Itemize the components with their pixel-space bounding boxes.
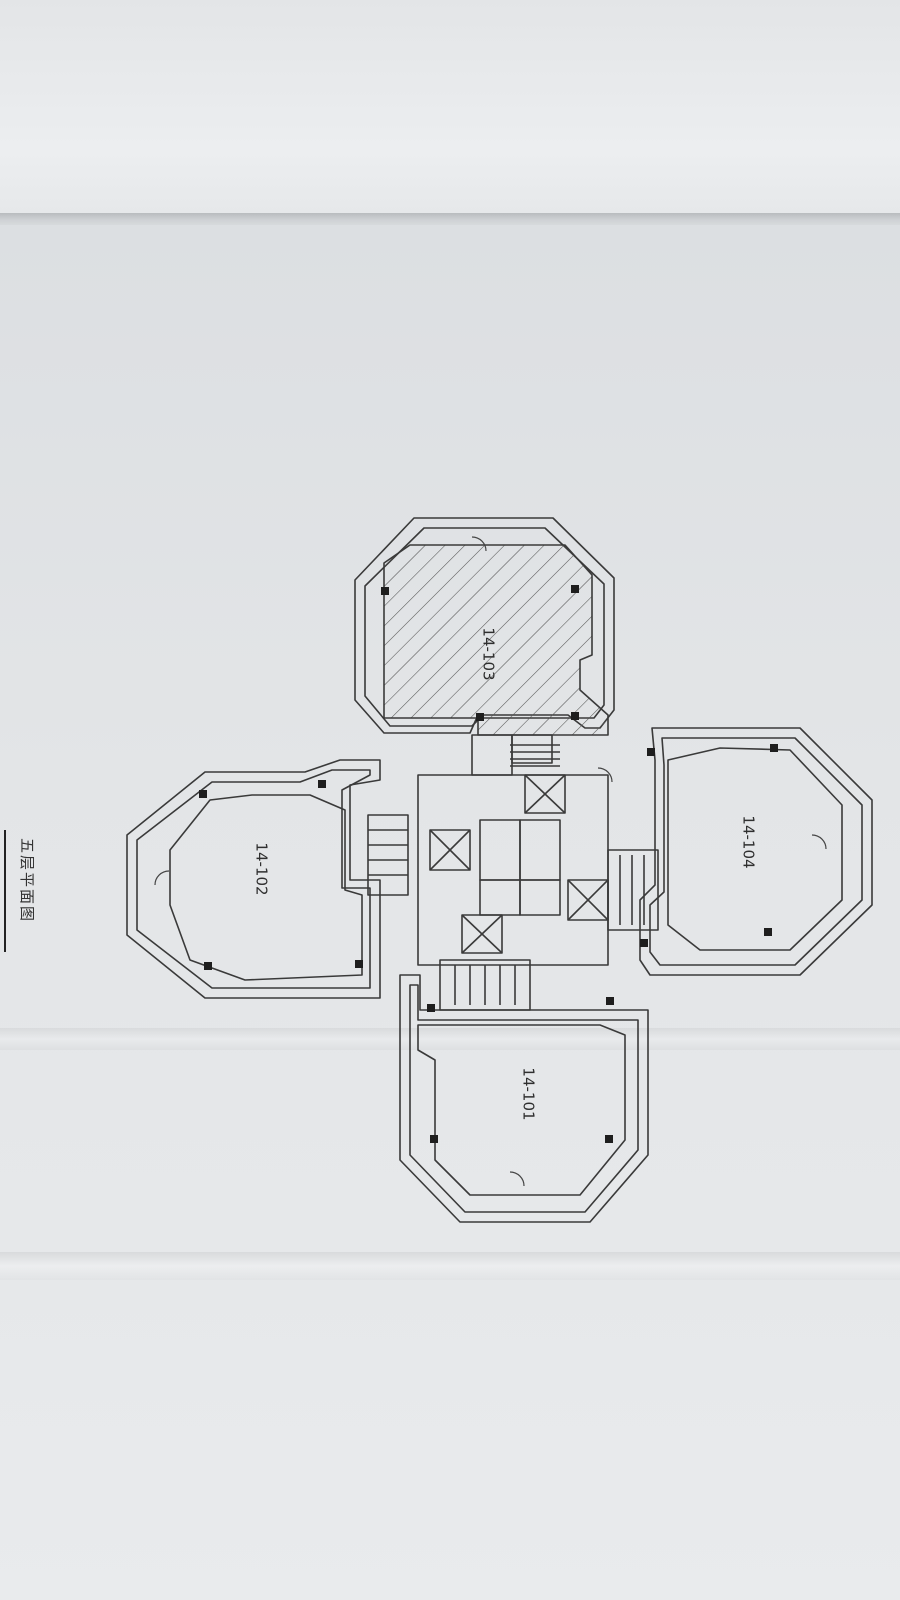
unit-label-102: 14-102 xyxy=(252,842,271,896)
paper-fold xyxy=(0,1028,900,1050)
background-sheet xyxy=(0,0,900,215)
unit-label-101: 14-101 xyxy=(519,1067,538,1121)
drawing-title: 五层平面图 xyxy=(18,838,36,924)
unit-label-103: 14-103 xyxy=(479,627,498,681)
unit-label-104: 14-104 xyxy=(739,815,758,869)
sheet-edge xyxy=(0,213,900,225)
wing-102 xyxy=(126,759,409,999)
unit-102-room xyxy=(169,794,363,981)
paper-sheet xyxy=(0,225,900,1600)
title-underline xyxy=(4,830,6,952)
door-swings xyxy=(154,536,827,1187)
service-core xyxy=(417,744,609,966)
unit-101-room xyxy=(417,1024,626,1196)
wing-101 xyxy=(399,959,649,1223)
structural-columns xyxy=(199,585,778,1143)
unit-104-room xyxy=(667,747,843,951)
paper-fold xyxy=(0,1252,900,1280)
